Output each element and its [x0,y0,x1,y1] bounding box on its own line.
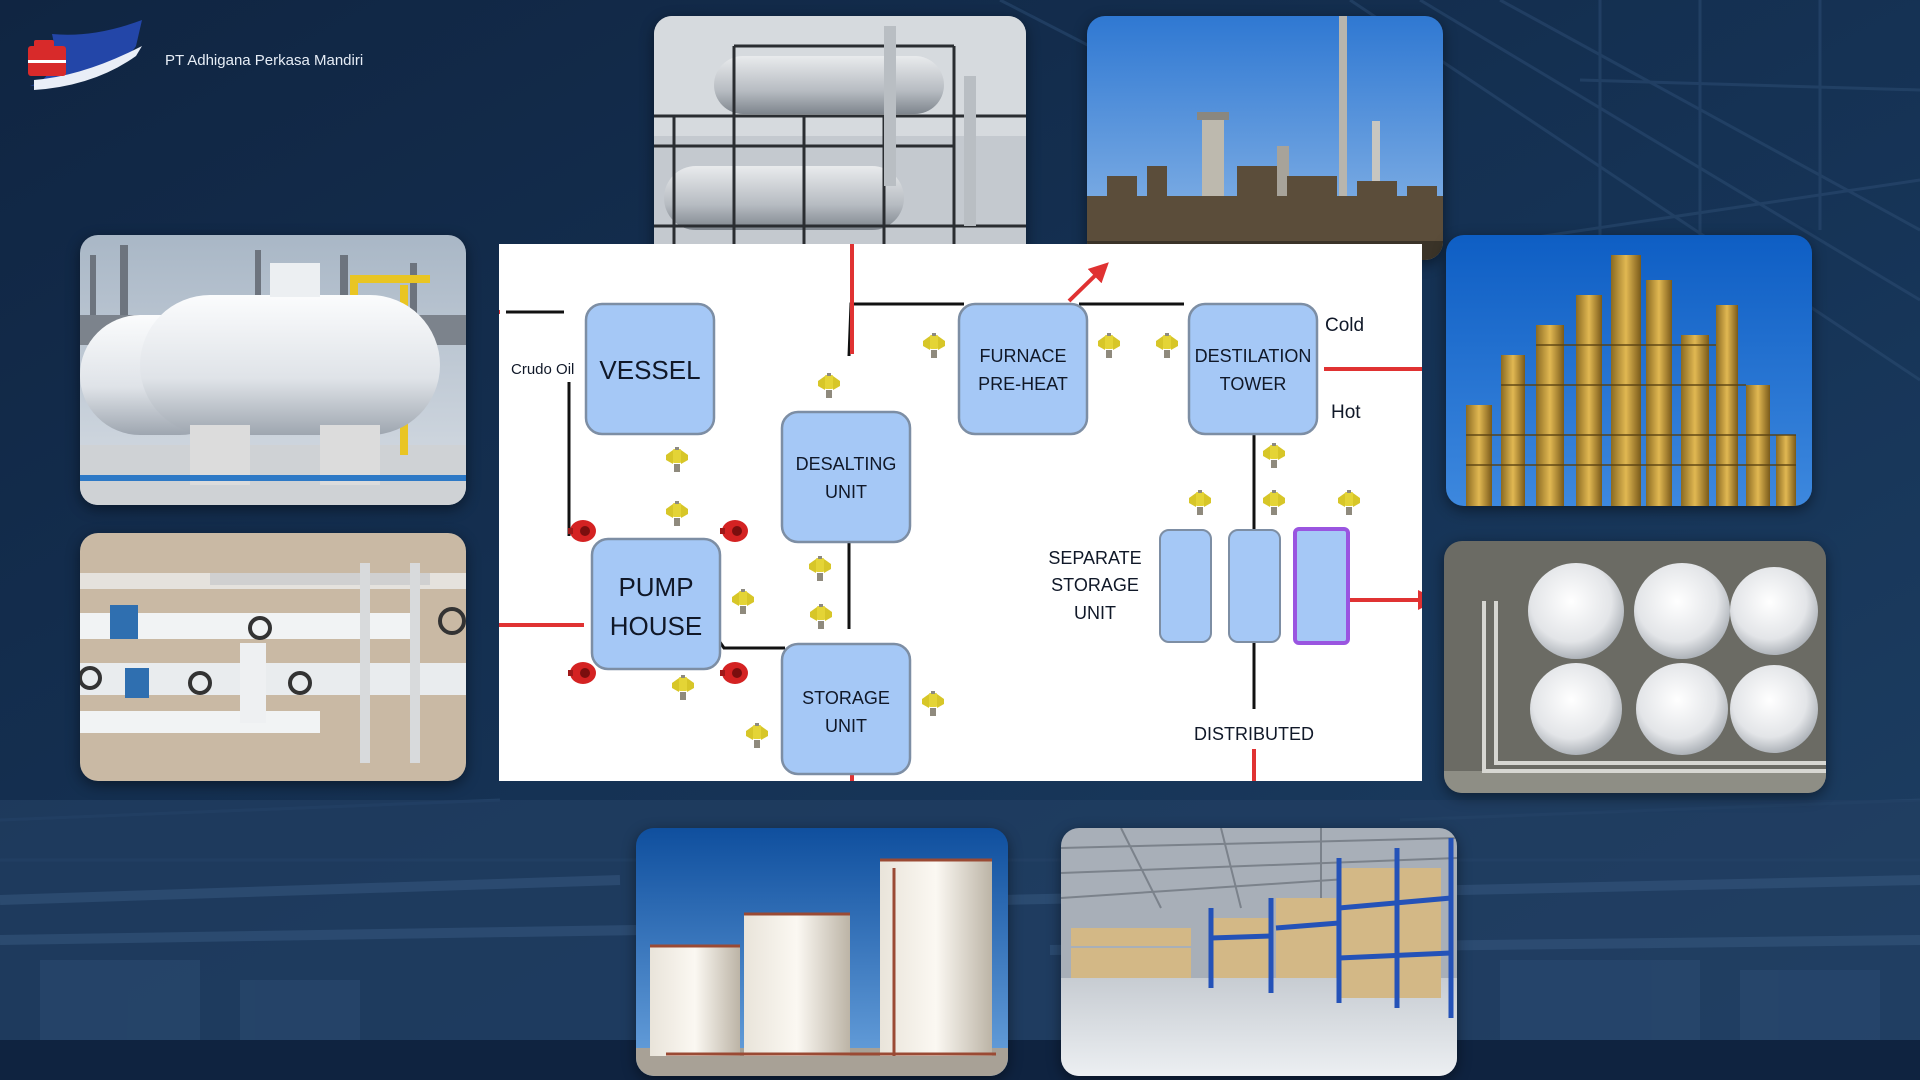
node-storage-label-1: STORAGE [802,688,890,708]
label-hot: Hot [1331,402,1361,423]
node-furnace-preheat[interactable]: FURNACE PRE-HEAT [957,302,1089,436]
separate-tank-3-highlighted [1293,527,1350,645]
photo-refinery-skyline [1087,16,1443,260]
separate-tank-2 [1228,529,1281,643]
photo-distillation-columns [1446,235,1812,506]
node-desalting-unit[interactable]: DESALTING UNIT [780,410,912,544]
photo-spherical-storage-tanks [1444,541,1826,793]
node-pump-house-label-2: HOUSE [610,611,702,641]
photo-industrial-tank-structure [654,16,1026,266]
photo-oil-storage-tanks [636,828,1008,1076]
node-storage-label-2: UNIT [825,716,867,736]
node-pump-house[interactable]: PUMP HOUSE [590,537,722,671]
label-cold: Cold [1325,315,1364,336]
node-furnace-label-2: PRE-HEAT [978,374,1068,394]
label-separate-1: SEPARATE [1048,548,1141,568]
photo-pressure-vessels [80,235,466,505]
separate-tank-1 [1159,529,1212,643]
label-separate-3: UNIT [1074,603,1116,623]
company-logo [24,16,150,96]
node-storage-unit[interactable]: STORAGE UNIT [780,642,912,776]
label-crude-oil: Crudo Oil [511,361,574,378]
node-desalting-label-2: UNIT [825,482,867,502]
node-tower-label-1: DESTILATION [1195,346,1312,366]
separate-storage-tanks[interactable] [1159,527,1350,645]
arrow-to-refinery-photo [1067,262,1109,303]
process-flow-diagram: VESSEL PUMP HOUSE DESALTING UNIT STORAGE… [499,244,1422,781]
label-distributed: DISTRIBUTED [1194,724,1314,744]
node-desalting-label-1: DESALTING [796,454,897,474]
photo-warehouse [1061,828,1457,1076]
node-destilation-tower[interactable]: DESTILATION TOWER [1187,302,1319,436]
node-tower-label-2: TOWER [1220,374,1287,394]
photo-pipeline-valves [80,533,466,781]
node-furnace-label-1: FURNACE [979,346,1066,366]
node-vessel-label: VESSEL [599,355,700,385]
node-pump-house-label-1: PUMP [618,572,693,602]
company-name: PT Adhigana Perkasa Mandiri [165,52,364,69]
node-vessel[interactable]: VESSEL [584,302,716,436]
line-desalting-furnace [847,302,964,357]
label-separate-2: STORAGE [1051,575,1139,595]
